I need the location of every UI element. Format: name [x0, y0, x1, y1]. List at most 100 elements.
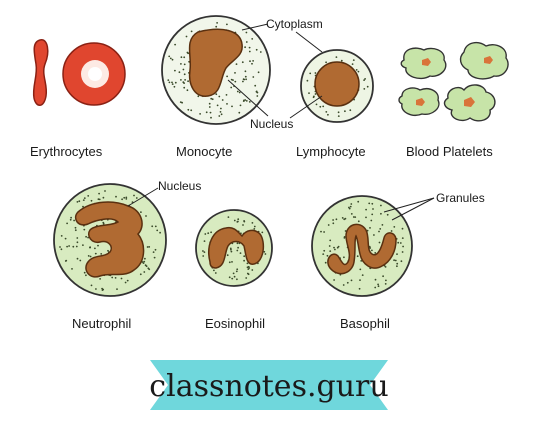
granule-dot — [370, 219, 373, 222]
granule-dot — [95, 288, 97, 290]
granule-dot — [89, 246, 91, 249]
granule-dot — [120, 277, 123, 280]
granule-dot — [386, 213, 389, 216]
basophil-nucleus — [327, 223, 397, 275]
granule-dot — [139, 273, 142, 276]
granule-dot — [259, 51, 262, 53]
granule-dot — [121, 198, 123, 201]
granule-dot — [393, 259, 395, 262]
granule-dot — [239, 104, 242, 107]
granule-dot — [253, 225, 256, 228]
granule-dot — [236, 242, 239, 245]
granule-dot — [232, 272, 235, 275]
cytoplasm-pointer-monocyte — [241, 23, 269, 31]
granule-dot — [143, 260, 146, 263]
granule-dot — [350, 279, 353, 282]
granule-dot — [374, 252, 377, 254]
granule-dot — [356, 255, 359, 258]
granule-dot — [230, 86, 233, 89]
granule-dot — [186, 51, 189, 54]
granule-dot — [76, 201, 79, 203]
granule-dot — [344, 110, 346, 113]
nucleus-pointer-neutrophil — [127, 187, 159, 207]
granule-dot — [73, 219, 75, 222]
platelet-2 — [459, 41, 509, 80]
granule-dot — [333, 246, 335, 249]
granule-dot — [180, 63, 182, 65]
granule-dot — [381, 224, 384, 226]
granule-dot — [378, 230, 380, 233]
granule-dot — [235, 270, 238, 273]
granule-dot — [369, 227, 371, 229]
granule-dot — [216, 22, 219, 24]
granule-dot — [238, 91, 241, 94]
granule-dot — [104, 190, 106, 192]
granule-dot — [314, 93, 317, 95]
granule-dot — [365, 208, 367, 211]
granule-dot — [180, 56, 183, 59]
annotation-nucleus: Nucleus — [250, 117, 293, 131]
granule-dot — [363, 79, 365, 81]
granule-dot — [364, 78, 366, 80]
watermark-text: classnotes.guru — [149, 369, 388, 404]
granule-dot — [257, 71, 260, 74]
granule-dot — [146, 246, 149, 248]
granule-dot — [320, 230, 322, 233]
granule-dot — [76, 237, 79, 239]
granule-dot — [100, 253, 103, 255]
granule-dot — [125, 198, 128, 200]
granule-dot — [102, 196, 105, 199]
granule-dot — [244, 46, 247, 49]
granule-dot — [144, 257, 146, 260]
granule-dot — [236, 249, 239, 252]
granule-dot — [256, 95, 259, 97]
granule-dot — [378, 241, 381, 244]
granule-dot — [226, 254, 229, 257]
monocyte-nucleus — [188, 28, 243, 97]
granule-dot — [228, 261, 231, 264]
granule-dot — [182, 68, 185, 71]
basophil-cell — [311, 195, 413, 297]
granule-dot — [135, 197, 138, 199]
granule-dot — [208, 102, 211, 105]
granule-dot — [140, 211, 142, 214]
granule-dot — [327, 224, 330, 226]
granule-dot — [123, 196, 126, 199]
granule-dot — [235, 63, 238, 65]
granule-dot — [312, 96, 315, 99]
granule-dot — [245, 31, 248, 34]
granule-dot — [377, 283, 379, 286]
granule-dot — [382, 275, 384, 278]
granule-dot — [148, 246, 151, 248]
granule-dot — [340, 59, 343, 62]
granule-dot — [69, 218, 72, 221]
granule-dot — [76, 241, 79, 244]
granule-dot — [390, 230, 393, 232]
granule-dot — [374, 286, 377, 289]
annotation-granules: Granules — [436, 191, 485, 205]
granule-dot — [396, 253, 398, 256]
granule-dot — [372, 208, 374, 210]
granule-dot — [180, 79, 182, 81]
granule-dot — [209, 111, 212, 114]
granule-dot — [255, 90, 258, 93]
label-neutrophil: Neutrophil — [72, 316, 131, 331]
granule-dot — [243, 259, 246, 262]
granule-dot — [247, 268, 250, 270]
granule-dot — [226, 103, 228, 105]
granule-dot — [248, 101, 251, 103]
granule-dot — [75, 245, 78, 248]
granule-dot — [82, 205, 84, 208]
granule-dot — [133, 194, 135, 197]
granule-dot — [251, 38, 254, 40]
granule-dot — [402, 245, 404, 248]
granule-dot — [142, 262, 145, 264]
granule-dot — [255, 48, 258, 51]
granule-dot — [385, 279, 387, 282]
granule-dot — [87, 195, 90, 197]
granule-dot — [251, 269, 254, 271]
granule-dot — [102, 222, 105, 225]
neutrophil-nucleus — [74, 201, 145, 278]
granule-dot — [247, 265, 250, 268]
